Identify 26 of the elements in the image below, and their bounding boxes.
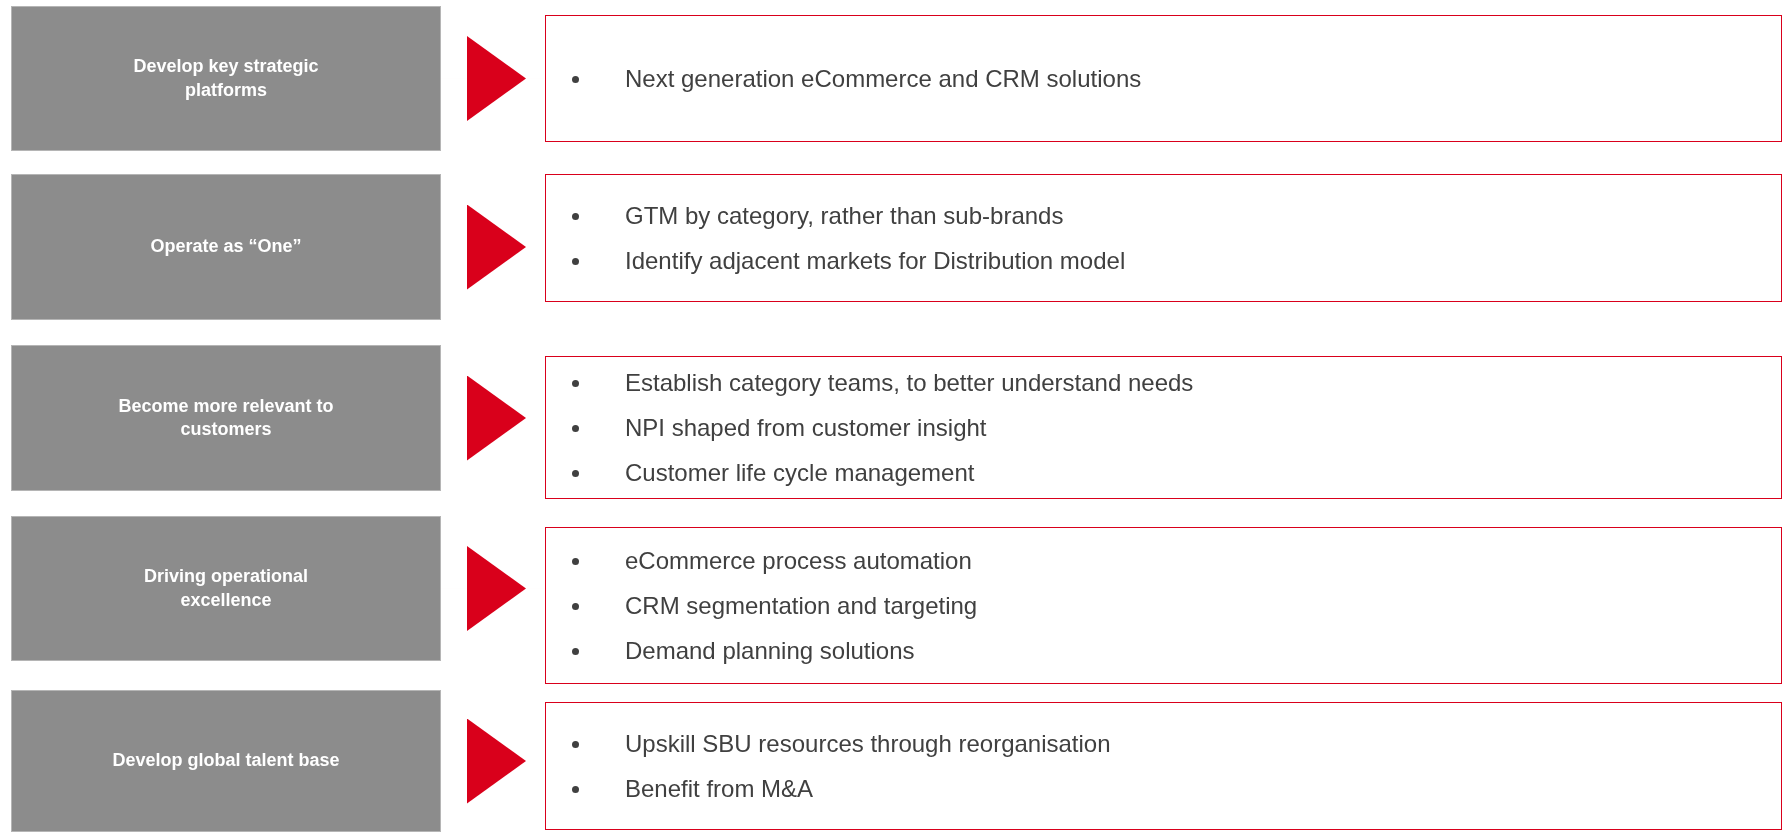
objective-text: Driving operational excellence	[143, 565, 309, 612]
initiatives-box	[545, 174, 1782, 302]
bullet-item: Customer life cycle management	[625, 458, 975, 486]
initiatives-box	[545, 15, 1782, 142]
bullet-item: Establish category teams, to better understand needs	[625, 368, 1194, 396]
objective-text: Operate as “One”	[150, 235, 302, 259]
objective-box	[11, 174, 441, 320]
bullet-item: Identify adjacent markets for Distribution model	[625, 246, 1126, 274]
initiatives-box	[545, 702, 1782, 830]
bullet-item: Next generation eCommerce and CRM solutions	[625, 64, 1142, 92]
bullet-item: Upskill SBU resources through reorganisation	[625, 729, 1111, 757]
objective-box	[11, 6, 441, 151]
bullet-item: Benefit from M&A	[625, 774, 814, 802]
bullet-item: eCommerce process automation	[625, 546, 972, 574]
objective-text: Develop global talent base	[112, 749, 340, 773]
objective-text: Develop key strategic platforms	[132, 55, 320, 102]
bullet-item: Demand planning solutions	[625, 636, 915, 664]
initiatives-box	[545, 527, 1782, 684]
objective-box	[11, 516, 441, 661]
objective-box	[11, 345, 441, 491]
bullet-item: NPI shaped from customer insight	[625, 413, 987, 441]
bullet-item: CRM segmentation and targeting	[625, 591, 978, 619]
objective-box	[11, 690, 441, 832]
bullet-item: GTM by category, rather than sub-brands	[625, 201, 1064, 229]
objective-text: Become more relevant to customers	[117, 394, 335, 441]
initiatives-box	[545, 356, 1782, 499]
